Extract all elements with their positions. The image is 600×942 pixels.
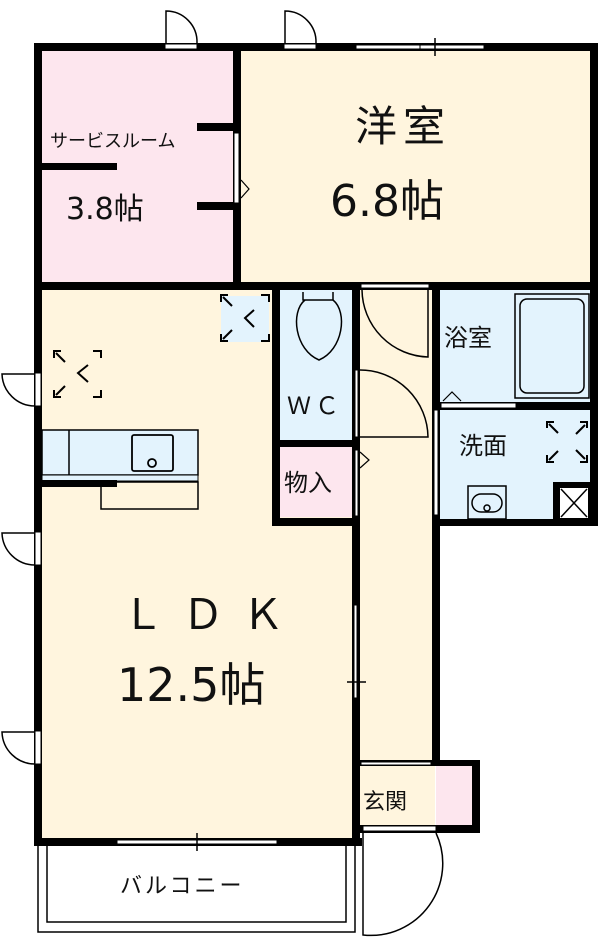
western-room-floor: [241, 50, 591, 282]
windows: [34, 43, 517, 845]
window-ticks: [196, 38, 436, 851]
service-room-name: サービスルーム: [50, 131, 176, 152]
ac-icon-ldk-left: [53, 350, 102, 398]
ventilation-icon-washroom: [546, 421, 588, 463]
entrance-floor: [360, 765, 435, 825]
door-arrows: [240, 179, 462, 469]
service-room-size: 3.8帖: [66, 192, 144, 227]
ventilation-icon-ldk-top: [220, 294, 270, 342]
washroom-label: 洗面: [459, 432, 507, 460]
bathtub-icon: [514, 293, 590, 399]
western-room-name: 洋室: [355, 102, 452, 151]
entrance-label: 玄関: [363, 790, 408, 815]
toilet-icon: [295, 292, 343, 361]
kitchen-counter: [41, 429, 199, 510]
western-room-size: 6.8帖: [330, 176, 444, 227]
pipe-shaft-icon: [553, 482, 590, 519]
storage-label: 物入: [284, 469, 332, 497]
ldk-name: ＬＤＫ: [122, 590, 303, 639]
balcony-label: バルコニー: [120, 874, 245, 899]
sink-icon: [131, 434, 174, 472]
wc-floor: [280, 290, 352, 440]
ldk-size: 12.5帖: [117, 658, 266, 712]
door-swings: [1, 10, 444, 937]
wc-label: ＷＣ: [287, 392, 343, 420]
hallway-floor: [359, 290, 432, 760]
service-room-closet-walls: [42, 123, 237, 210]
bathroom-label: 浴室: [444, 324, 492, 352]
storage-floor: [280, 447, 352, 517]
wash-basin-icon: [467, 485, 507, 520]
shoe-box: [436, 765, 472, 825]
